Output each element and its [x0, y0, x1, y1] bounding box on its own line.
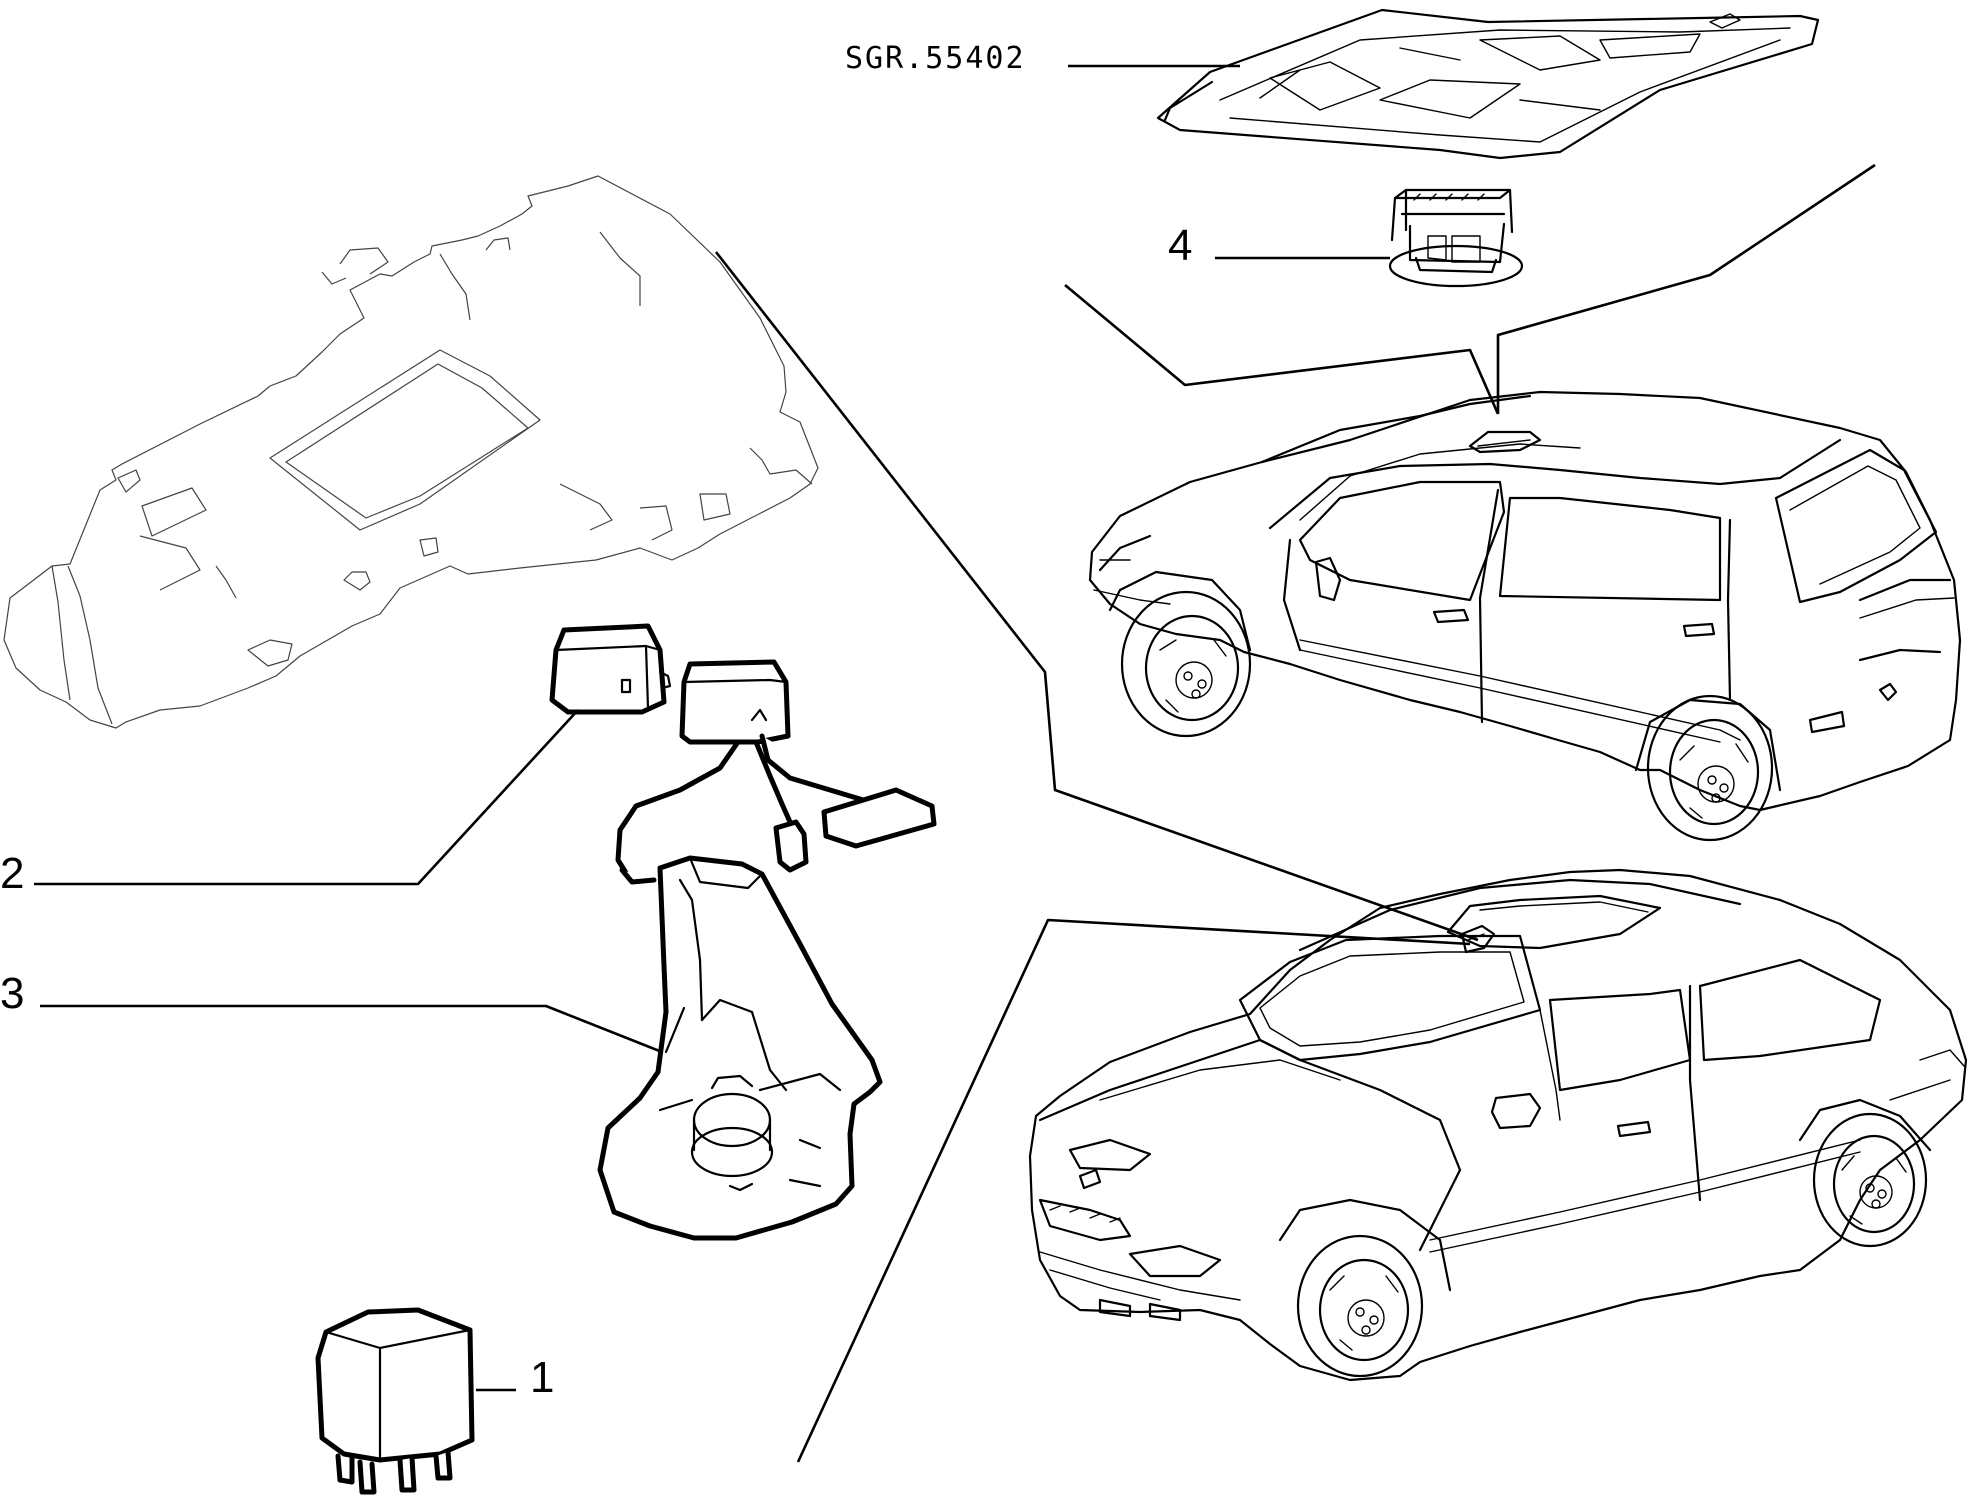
callout-2-leader [34, 709, 579, 886]
part-3-motor-assembly [597, 659, 937, 1241]
bracket-leader [714, 251, 1479, 942]
callout-2-label: 2 [0, 849, 24, 898]
callout-3-leader [40, 1004, 663, 1054]
front-car-leader [796, 918, 1471, 1463]
part-1-relay [315, 1307, 475, 1495]
drawing-code-label: SGR.55402 [845, 41, 1026, 76]
callout-4-label: 4 [1168, 221, 1192, 270]
callout-1-label: 1 [530, 1353, 554, 1402]
roof-leader-b [1496, 163, 1876, 414]
car-front-view [1028, 868, 1968, 1382]
roof-control-panel [1156, 8, 1820, 160]
callout-3-label: 3 [0, 969, 24, 1018]
support-bracket [3, 175, 819, 729]
part-2-control-unit [549, 623, 672, 715]
car-rear-view [1088, 390, 1962, 842]
roof-leader-a [1064, 284, 1500, 415]
part-4-switch [1388, 188, 1524, 288]
